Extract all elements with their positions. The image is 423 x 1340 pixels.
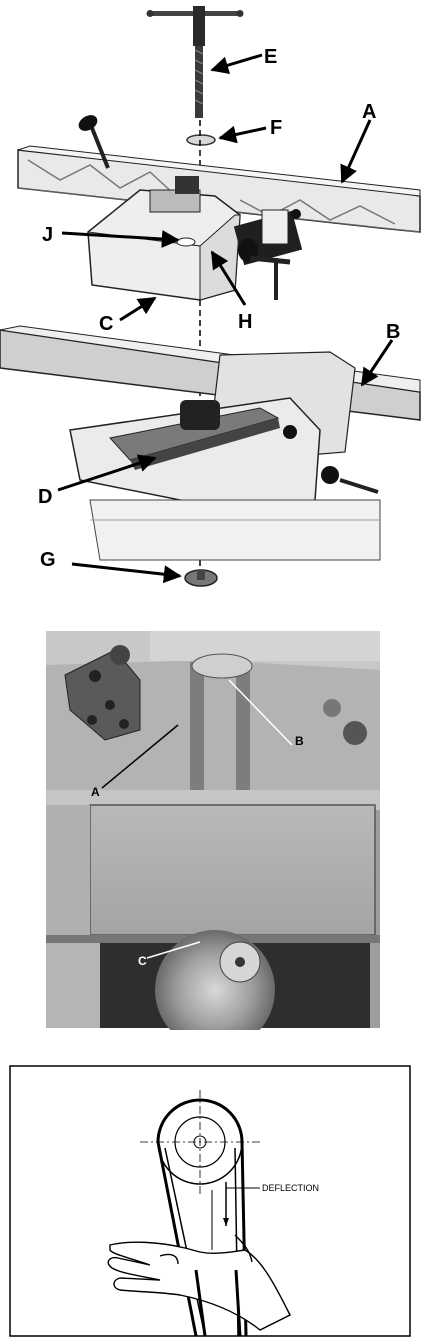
arrow-a (342, 120, 370, 182)
arrow-c (120, 298, 155, 320)
belt-deflection-figure: DEFLECTION (0, 1030, 423, 1340)
fence-assembly-figure: A B C D E F G H J (0, 0, 423, 600)
label-a: A (91, 785, 100, 799)
label-a: A (362, 101, 376, 123)
locking-knob (185, 570, 217, 586)
label-g: G (40, 549, 56, 571)
arrow-g (72, 564, 180, 576)
label-c: C (99, 313, 113, 335)
label-f: F (270, 117, 282, 139)
fence-clamp (234, 209, 302, 300)
deflection-label: DEFLECTION (262, 1183, 319, 1193)
label-b: B (386, 321, 400, 343)
t-handle-bolt (147, 6, 244, 118)
label-e: E (264, 46, 277, 68)
motor-cabinet-photo: A B C (0, 600, 423, 1030)
arrow-e (212, 55, 262, 70)
label-b: B (295, 734, 304, 748)
arrow-f (220, 128, 266, 138)
washer (187, 135, 215, 145)
label-h: H (238, 311, 252, 333)
label-d: D (38, 486, 52, 508)
label-j: J (42, 224, 53, 246)
label-c: C (138, 954, 147, 968)
